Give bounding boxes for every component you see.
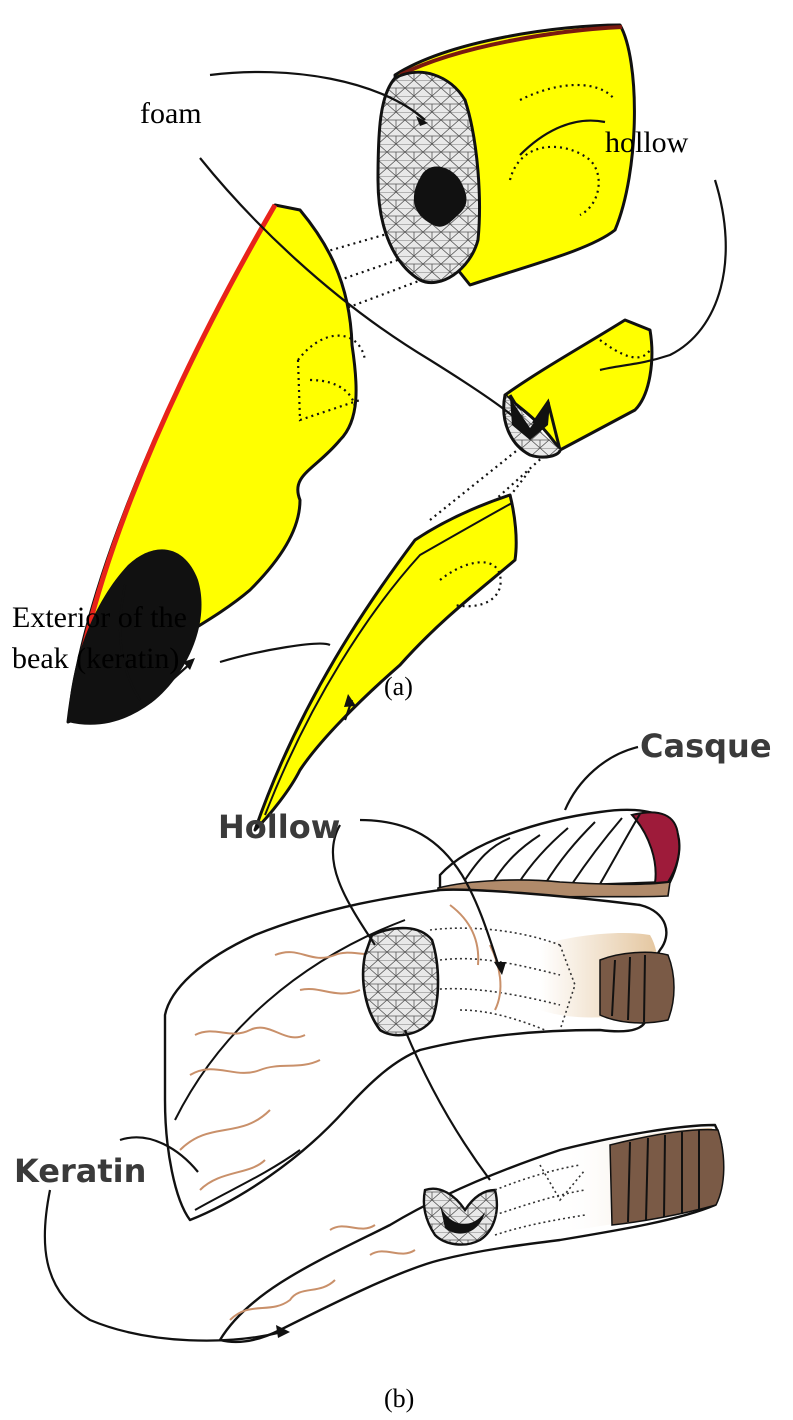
label-keratin: Keratin <box>14 1152 146 1190</box>
panel-b: Casque Hollow Keratin (b) <box>14 727 772 1413</box>
label-exterior-line1: Exterior of the <box>12 601 187 634</box>
caption-a: (a) <box>384 672 413 701</box>
lower-brown-lamellae <box>610 1130 724 1225</box>
cylinder-segment <box>378 25 634 285</box>
casque <box>438 810 679 901</box>
label-exterior-line2: beak (keratin) <box>12 642 179 675</box>
panel-a: foam hollow Exterior of the beak (kerati… <box>12 25 726 830</box>
label-casque: Casque <box>640 727 772 765</box>
brown-lamellae <box>600 952 674 1023</box>
label-foam: foam <box>140 97 202 130</box>
label-hollow-b: Hollow <box>218 808 340 846</box>
lower-beak-v-segment <box>504 320 652 457</box>
black-interior-region <box>68 549 201 724</box>
label-hollow: hollow <box>605 126 689 159</box>
lower-beak-tip-segment <box>255 495 516 830</box>
caption-b: (b) <box>384 1384 414 1413</box>
